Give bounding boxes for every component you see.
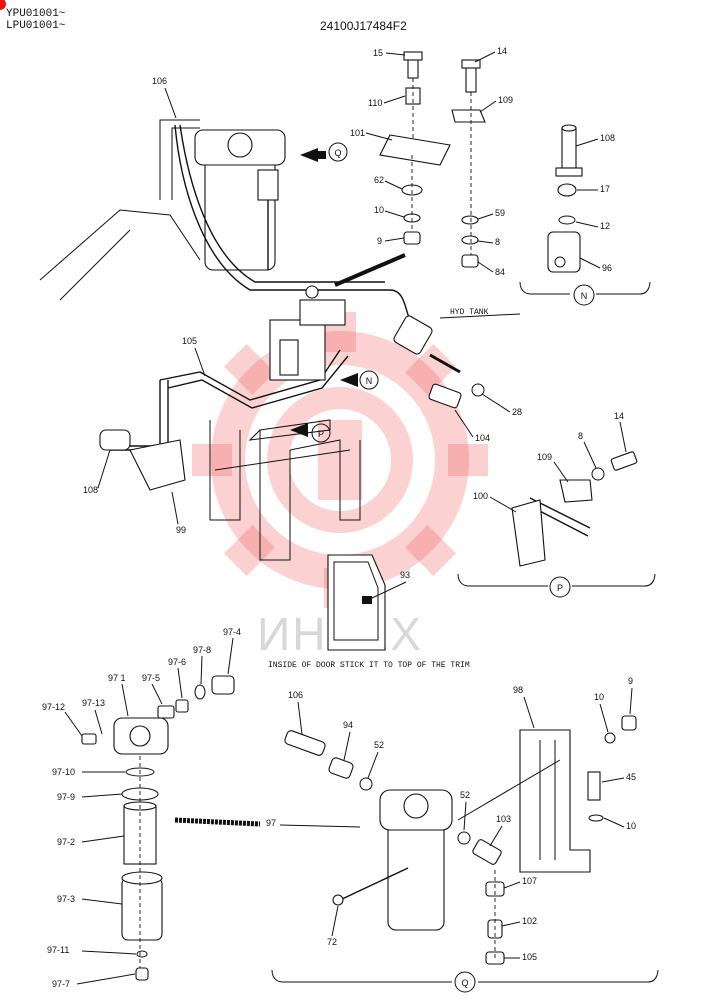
door-note: INSIDE OF DOOR STICK IT TO TOP OF THE TR…	[268, 661, 470, 670]
part-number-l97: 97	[266, 818, 276, 828]
part-number-l98: 98	[513, 685, 523, 695]
part-number-l107: 107	[522, 876, 537, 886]
part-number-l14a: 14	[497, 46, 507, 56]
view-q-detail	[271, 715, 659, 983]
part-number-l10b: 10	[594, 692, 604, 702]
door-diagram	[327, 554, 386, 651]
view-marker-letter: P	[557, 583, 563, 593]
part-number-l97_3: 97-3	[57, 894, 75, 904]
part-number-l106b: 106	[288, 690, 303, 700]
part-number-l9a: 9	[377, 236, 382, 246]
part-number-l52b: 52	[460, 790, 470, 800]
part-number-l94: 94	[343, 720, 353, 730]
view-marker-letter: N	[581, 291, 588, 301]
part-number-l97_11: 97-11	[47, 945, 69, 955]
view-marker-q	[454, 971, 476, 993]
part-number-l12: 12	[600, 221, 610, 231]
part-number-l109b: 109	[537, 452, 552, 462]
part-number-l10a: 10	[374, 205, 384, 215]
view-marker-letter: P	[318, 429, 324, 439]
drawing-number: 24100J17484F2	[320, 19, 407, 33]
part-number-l106a: 106	[152, 76, 167, 86]
view-marker-letter: Q	[334, 148, 341, 158]
serial-line-1: YPU01001~	[6, 8, 66, 20]
part-number-l110: 110	[368, 98, 382, 108]
part-number-l59: 59	[495, 208, 505, 218]
view-marker-letter: N	[366, 376, 373, 386]
part-number-l8a: 8	[495, 237, 500, 247]
part-number-l96: 96	[602, 263, 612, 273]
part-number-l105a: 105	[182, 336, 197, 346]
part-number-l97_4: 97-4	[223, 627, 241, 637]
part-number-l45: 45	[626, 772, 636, 782]
part-number-l15: 15	[373, 48, 383, 58]
part-number-l9b: 9	[628, 676, 633, 686]
part-number-l109a: 109	[498, 95, 513, 105]
view-n-detail	[519, 124, 651, 295]
view-marker-n	[573, 284, 595, 306]
part-number-l97_13: 97-13	[82, 698, 105, 708]
view-marker-p	[549, 576, 571, 598]
part-number-l97_7: 97-7	[52, 979, 70, 989]
part-number-l105b: 105	[522, 952, 537, 962]
part-number-l62: 62	[374, 175, 384, 185]
part-number-l97_2: 97-2	[57, 837, 75, 847]
part-number-l8b: 8	[578, 431, 583, 441]
part-number-l28: 28	[512, 407, 522, 417]
part-number-l97_1: 97 1	[108, 673, 126, 683]
part-number-l17: 17	[600, 184, 610, 194]
part-number-l72: 72	[327, 937, 337, 947]
part-number-l97_9: 97-9	[57, 792, 75, 802]
view-marker-letter: Q	[461, 978, 468, 988]
part-number-l10c: 10	[626, 821, 636, 831]
view-marker-n-arrow	[359, 370, 379, 390]
view-marker-q-top	[328, 142, 348, 162]
part-number-l108b: 108	[83, 485, 98, 495]
part-number-l101: 101	[350, 128, 365, 138]
part-number-l99: 99	[176, 525, 186, 535]
filter-97-exploded	[81, 675, 361, 981]
upper-bracket-parts	[379, 51, 486, 268]
part-number-l104: 104	[475, 433, 490, 443]
part-number-l100: 100	[473, 491, 488, 501]
hyd-tank-callout: HYD TANK	[450, 308, 489, 317]
part-number-l14b: 14	[614, 411, 624, 421]
part-number-l97_10: 97-10	[52, 767, 75, 777]
corner-mark	[0, 0, 6, 10]
view-marker-p-arrow	[311, 423, 331, 443]
serial-line-2: LPU01001~	[6, 20, 66, 32]
part-number-l102: 102	[522, 916, 537, 926]
part-number-l97_6: 97-6	[168, 657, 186, 667]
part-number-l97_5: 97-5	[142, 673, 160, 683]
part-number-l103: 103	[496, 814, 511, 824]
part-number-l108a: 108	[600, 133, 615, 143]
part-number-l97_8: 97-8	[193, 645, 211, 655]
view-p-detail	[457, 451, 656, 587]
part-number-l93: 93	[400, 570, 410, 580]
part-number-l84: 84	[495, 267, 505, 277]
main-assembly	[39, 119, 485, 561]
part-number-l52a: 52	[374, 740, 384, 750]
part-labels: 15 14 110 109 101 62 10 9 59 8 84 108 17…	[42, 46, 636, 989]
part-number-l97_12: 97-12	[42, 702, 65, 712]
